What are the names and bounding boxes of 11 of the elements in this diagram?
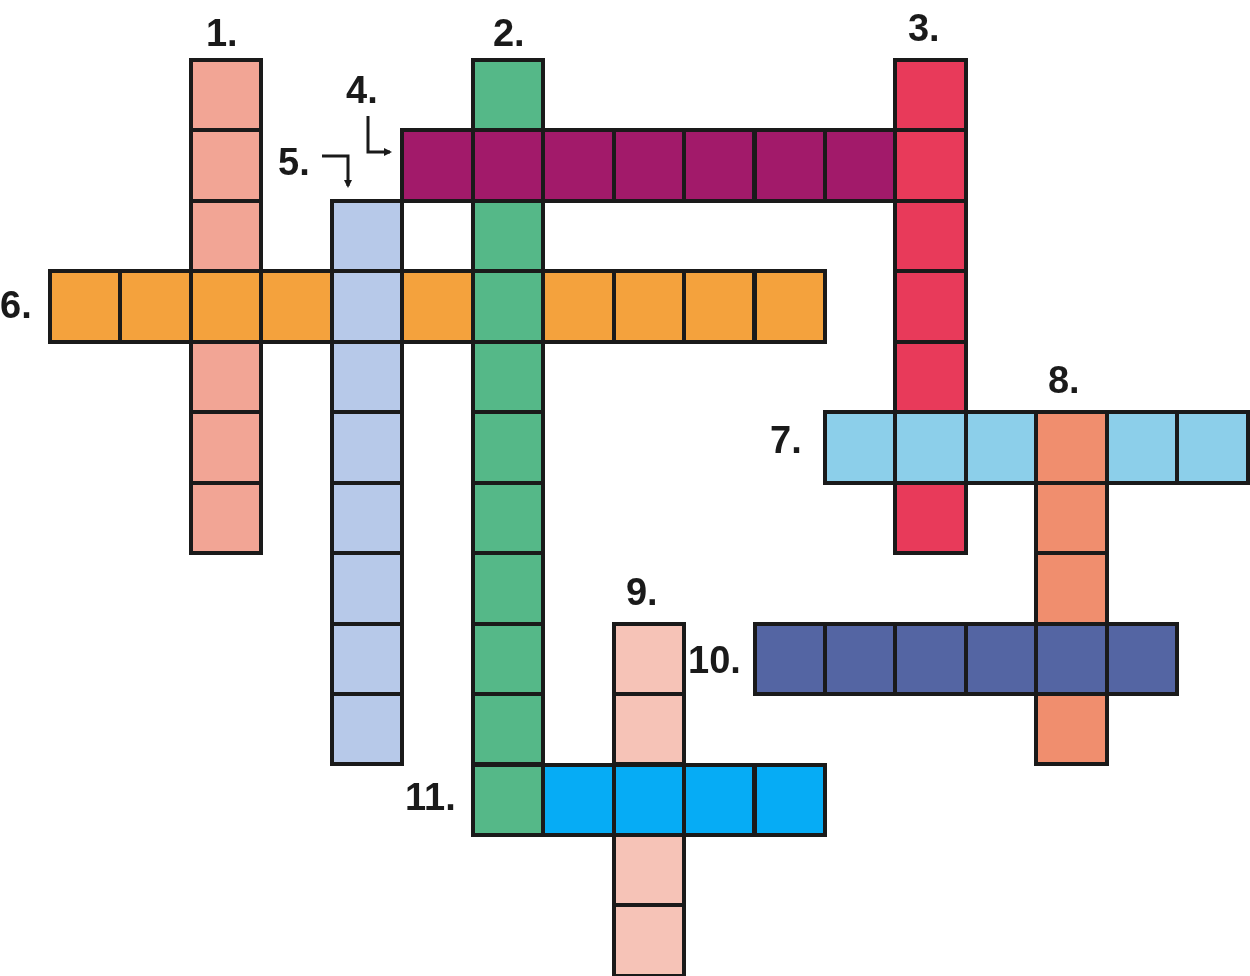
clue-number: 10. [688, 640, 741, 680]
clue-number: 7. [770, 420, 802, 460]
clue-number: 2. [493, 13, 525, 53]
clue-number: 1. [206, 13, 238, 53]
clue-number: 3. [908, 8, 940, 48]
clue-number: 9. [626, 572, 658, 612]
clue-number: 5. [278, 142, 310, 182]
clue-number: 4. [346, 70, 378, 110]
clue-number: 8. [1048, 360, 1080, 400]
clue-number: 6. [0, 285, 32, 325]
clue-number: 11. [405, 777, 456, 817]
